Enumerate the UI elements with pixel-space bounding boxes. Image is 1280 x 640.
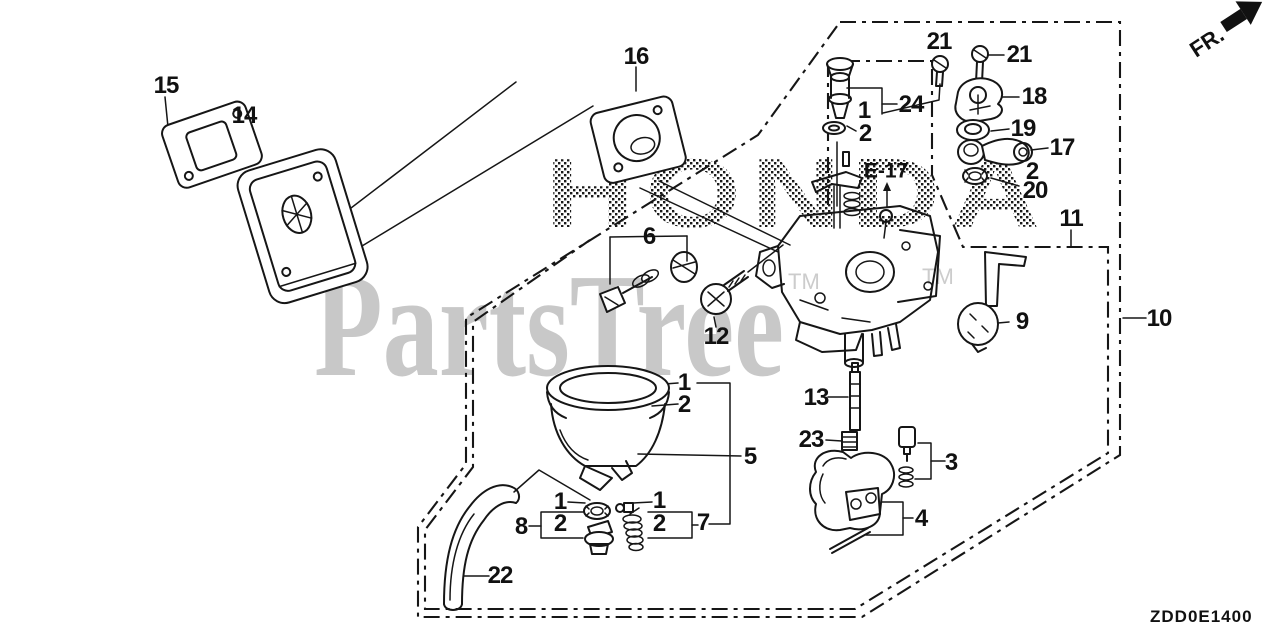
choke-arm-17: [957, 137, 1033, 166]
fuel-joint-24-group: [822, 57, 854, 135]
choke-lever-9: [957, 251, 1027, 353]
joint-washer-2: [822, 121, 846, 135]
assembly-boundary-outer: [416, 20, 1122, 619]
washer-19: [956, 119, 990, 141]
carburetor-body: [755, 151, 941, 368]
shield-plate-14: [236, 148, 369, 305]
main-nozzle-13: [849, 362, 861, 431]
choke-cover-18: [954, 77, 1004, 123]
plate-16: [589, 95, 687, 184]
drain-screw-8: [584, 520, 614, 555]
throttle-stop-screw-12: [700, 270, 749, 315]
nut-20: [962, 167, 988, 185]
screw-21b: [971, 45, 989, 83]
drain-tube-22: [443, 484, 521, 611]
float-valve-3: [898, 426, 916, 488]
screw-21a: [931, 55, 949, 87]
fr-direction-indicator: FR.: [1185, 1, 1263, 62]
drain-washer-8: [583, 502, 611, 520]
spring-7: [622, 507, 644, 552]
diagram-code: ZDD0E1400: [1150, 607, 1253, 626]
trademark-symbol: TM: [788, 269, 820, 294]
fr-arrow-icon: [1220, 8, 1247, 33]
fr-label: FR.: [1185, 22, 1228, 62]
clip-7: [615, 502, 634, 513]
watermark-layer: HONDA PartsTree TM TM: [314, 138, 1042, 408]
pilot-screw-set-6: [599, 251, 698, 313]
float-4: [809, 449, 895, 554]
gasket-15: [161, 100, 263, 189]
float-bowl-5: [546, 365, 670, 491]
main-jet-23: [841, 431, 858, 451]
e17-arrow-icon: [883, 182, 891, 208]
